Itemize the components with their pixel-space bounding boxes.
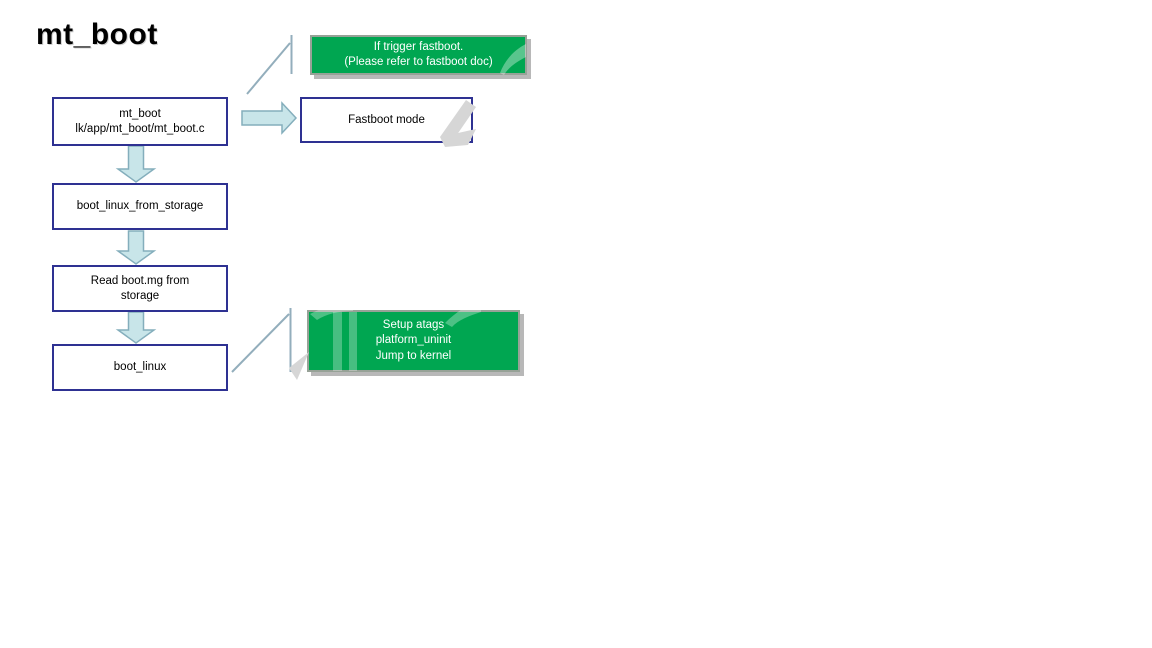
block-arrow-down-2-icon (115, 230, 157, 265)
flow-box-text: lk/app/mt_boot/mt_boot.c (75, 122, 205, 135)
flow-box-text: boot_linux (113, 361, 167, 373)
flow-box-fastboot-mode: Fastboot mode (300, 97, 473, 143)
flow-box-read-boot-img: Read boot.mg from storage (52, 265, 228, 312)
flow-box-text: Read boot.mg from (90, 274, 190, 287)
block-arrow-right-icon (241, 101, 298, 135)
flow-box-text: storage (120, 289, 160, 302)
flow-box-mt-boot: mt_boot lk/app/mt_boot/mt_boot.c (52, 97, 228, 146)
watermark-fragment-icon (289, 352, 309, 380)
flow-box-text: mt_boot (119, 107, 161, 120)
annotation-text: platform_uninit (375, 334, 452, 347)
annotation-text: If trigger fastboot. (373, 40, 464, 53)
flow-box-text: Fastboot mode (348, 113, 425, 126)
flow-box-boot-linux: boot_linux (52, 344, 228, 391)
block-arrow-down-1-icon (115, 145, 157, 183)
flow-box-text: boot_linux_from_storage (76, 200, 204, 212)
block-arrow-down-3-icon (115, 311, 157, 344)
flow-box-boot-linux-from-storage: boot_linux_from_storage (52, 183, 228, 230)
annotation-box-boot-linux-note: Setup atags platform_uninit Jump to kern… (307, 310, 520, 372)
annotation-text: (Please refer to fastboot doc) (344, 56, 493, 68)
annotation-box-fastboot-note: If trigger fastboot. (Please refer to fa… (310, 35, 527, 75)
leader-line-1-icon (246, 35, 293, 95)
page-title: mt_boot (36, 18, 158, 51)
annotation-text: Setup atags (382, 318, 445, 331)
annotation-text: Jump to kernel (375, 349, 452, 362)
leader-line-2-icon (231, 308, 292, 373)
